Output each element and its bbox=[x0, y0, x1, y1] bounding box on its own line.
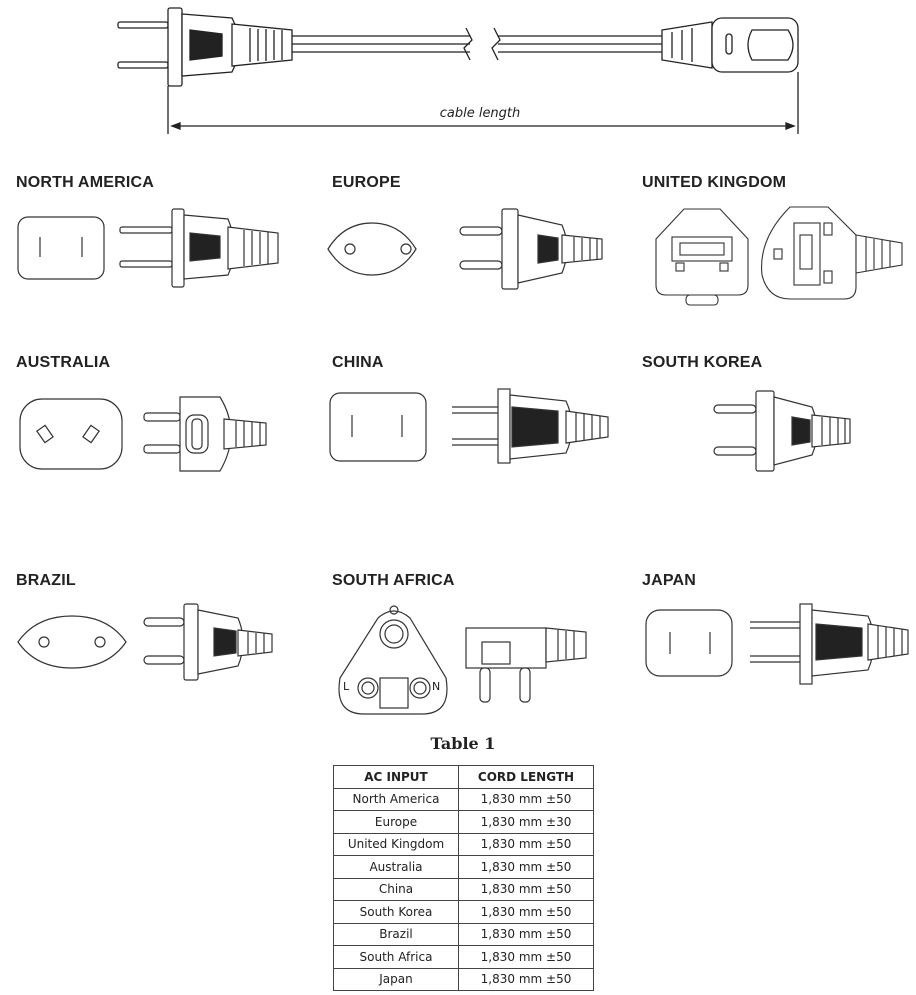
china-plug-figure bbox=[329, 388, 609, 464]
australia-plug-figure bbox=[19, 396, 267, 472]
region-label-north-america: NORTH AMERICA bbox=[16, 174, 154, 191]
column-header-cord-length: CORD LENGTH bbox=[458, 765, 594, 789]
region-label-south-africa: SOUTH AFRICA bbox=[332, 572, 455, 589]
cord-length-cell: 1,830 mm ±50 bbox=[458, 787, 594, 811]
south-africa-live-mark: L bbox=[343, 680, 350, 693]
table-caption: Table 1 bbox=[430, 734, 496, 753]
region-label-south-korea: SOUTH KOREA bbox=[642, 354, 763, 371]
cable-length-label: cable length bbox=[439, 106, 521, 121]
region-label-japan: JAPAN bbox=[642, 572, 697, 589]
table-header-row: AC INPUT CORD LENGTH bbox=[333, 765, 594, 789]
ac-input-cell: Australia bbox=[333, 855, 459, 879]
region-label-brazil: BRAZIL bbox=[16, 572, 76, 589]
region-label-china: CHINA bbox=[332, 354, 384, 371]
ac-input-cell: China bbox=[333, 877, 459, 901]
cord-length-cell: 1,830 mm ±50 bbox=[458, 922, 594, 946]
cord-length-cell: 1,830 mm ±50 bbox=[458, 877, 594, 901]
ac-input-cell: South Africa bbox=[333, 945, 459, 969]
cord-length-cell: 1,830 mm ±50 bbox=[458, 967, 594, 991]
cord-length-cell: 1,830 mm ±50 bbox=[458, 945, 594, 969]
europe-plug-figure bbox=[327, 208, 603, 290]
cord-length-cell: 1,830 mm ±50 bbox=[458, 832, 594, 856]
ac-input-cell: Japan bbox=[333, 967, 459, 991]
cord-length-cell: 1,830 mm ±30 bbox=[458, 810, 594, 834]
south-korea-plug-figure bbox=[713, 390, 851, 472]
cord-length-cell: 1,830 mm ±50 bbox=[458, 855, 594, 879]
region-label-australia: AUSTRALIA bbox=[16, 354, 111, 371]
united-kingdom-plug-figure bbox=[655, 206, 903, 306]
ac-input-cell: North America bbox=[333, 787, 459, 811]
cord-length-cell: 1,830 mm ±50 bbox=[458, 900, 594, 924]
ac-input-cell: Europe bbox=[333, 810, 459, 834]
south-africa-plug-figure bbox=[338, 605, 587, 715]
region-label-united-kingdom: UNITED KINGDOM bbox=[642, 174, 787, 191]
ac-input-cell: South Korea bbox=[333, 900, 459, 924]
region-label-europe: EUROPE bbox=[332, 174, 401, 191]
column-header-ac-input: AC INPUT bbox=[333, 765, 459, 789]
ac-input-cell: Brazil bbox=[333, 922, 459, 946]
japan-plug-figure bbox=[645, 603, 909, 685]
brazil-plug-figure bbox=[17, 603, 273, 681]
ac-input-cell: United Kingdom bbox=[333, 832, 459, 856]
south-africa-neutral-mark: N bbox=[432, 680, 441, 693]
cable-length-diagram bbox=[117, 7, 799, 134]
north-america-plug-figure bbox=[17, 208, 279, 288]
